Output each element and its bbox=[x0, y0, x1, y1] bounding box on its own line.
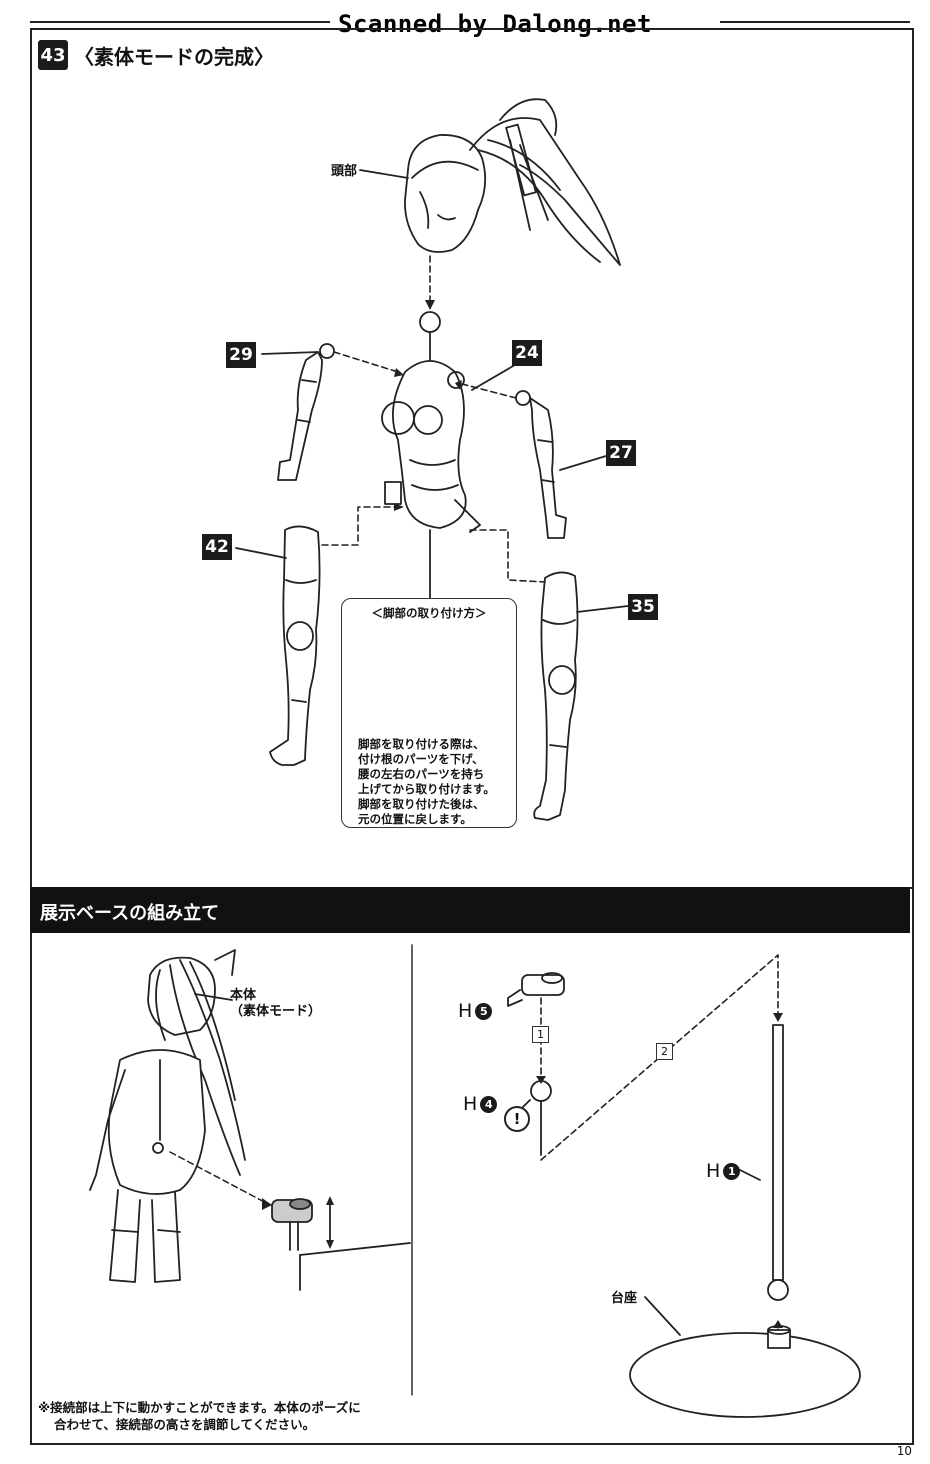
part-ref-h5: H 5 bbox=[458, 1000, 493, 1022]
callout-35: 35 bbox=[628, 594, 658, 620]
callout-27: 27 bbox=[606, 440, 636, 466]
caution-icon: ! bbox=[504, 1106, 530, 1132]
step-number: 43 bbox=[38, 40, 68, 70]
leg-attachment-line: 上げてから取り付けます。 bbox=[358, 782, 495, 796]
watermark: Scanned by Dalong.net bbox=[338, 10, 652, 38]
leg-part-42 bbox=[269, 525, 321, 766]
leg-attachment-line: 腰の左右のパーツを持ち bbox=[358, 767, 485, 781]
part-ref-h4: H 4 bbox=[463, 1093, 498, 1115]
part-number: 4 bbox=[480, 1095, 498, 1113]
head-label: 頭部 bbox=[331, 164, 358, 179]
part-letter: H bbox=[458, 1000, 473, 1022]
leg-attachment-box: ＜脚部の取り付け方＞ 脚部を取り付ける際は、 付け根のパーツを下げ、 腰の左右の… bbox=[341, 598, 517, 828]
leg-attachment-title: ＜脚部の取り付け方＞ bbox=[371, 606, 487, 620]
step-title: 〈素体モードの完成〉 bbox=[74, 44, 274, 69]
body-label-line-1: 本体 bbox=[230, 988, 257, 1003]
watermark-rule-right bbox=[720, 21, 910, 23]
section-header: 展示ベースの組み立て bbox=[30, 887, 910, 933]
part-ref-h1: H 1 bbox=[706, 1160, 741, 1182]
section-title: 展示ベースの組み立て bbox=[40, 903, 220, 924]
body-label-line-2: （素体モード） bbox=[230, 1004, 322, 1019]
leg-attachment-text: 脚部を取り付ける際は、 付け根のパーツを下げ、 腰の左右のパーツを持ち 上げてか… bbox=[358, 737, 495, 827]
page-number: 10 bbox=[896, 1444, 912, 1458]
arm-part-27 bbox=[515, 390, 567, 539]
leg-attachment-line: 脚部を取り付けた後は、 bbox=[358, 797, 485, 811]
note-line-2: 合わせて、接続部の高さを調節してください。 bbox=[54, 1417, 316, 1432]
watermark-rule-left bbox=[30, 21, 330, 23]
part-letter: H bbox=[463, 1093, 478, 1115]
figure-back-view bbox=[89, 949, 246, 1283]
callout-29: 29 bbox=[226, 342, 256, 368]
part-h1 bbox=[739, 1024, 789, 1301]
note-line-1: ※接続部は上下に動かすことができます。本体のポーズに bbox=[38, 1400, 361, 1415]
step-header: 43 〈素体モードの完成〉 bbox=[38, 40, 274, 70]
part-letter: H bbox=[706, 1160, 721, 1182]
base-label: 台座 bbox=[611, 1291, 638, 1306]
leg-part-35 bbox=[533, 571, 579, 821]
arm-part-29 bbox=[277, 343, 335, 481]
adjustment-note: ※接続部は上下に動かすことができます。本体のポーズに 合わせて、接続部の高さを調… bbox=[38, 1399, 361, 1433]
lower-frame bbox=[30, 887, 914, 1445]
leg-attachment-line: 脚部を取り付ける際は、 bbox=[358, 737, 485, 751]
torso-part bbox=[381, 311, 481, 533]
leg-attachment-line: 元の位置に戻します。 bbox=[358, 812, 472, 826]
head-part bbox=[404, 98, 621, 266]
stand-base bbox=[629, 1296, 861, 1418]
part-number: 5 bbox=[475, 1002, 493, 1020]
leg-attachment-line: 付け根のパーツを下げ、 bbox=[358, 752, 484, 766]
stand-connector bbox=[271, 1198, 313, 1251]
callout-24: 24 bbox=[512, 340, 542, 366]
step-order-2: 2 bbox=[656, 1043, 673, 1060]
part-number: 1 bbox=[723, 1162, 741, 1180]
part-h5 bbox=[507, 972, 565, 1007]
callout-42: 42 bbox=[202, 534, 232, 560]
body-label: 本体 （素体モード） bbox=[230, 988, 321, 1020]
step-order-1: 1 bbox=[532, 1026, 549, 1043]
